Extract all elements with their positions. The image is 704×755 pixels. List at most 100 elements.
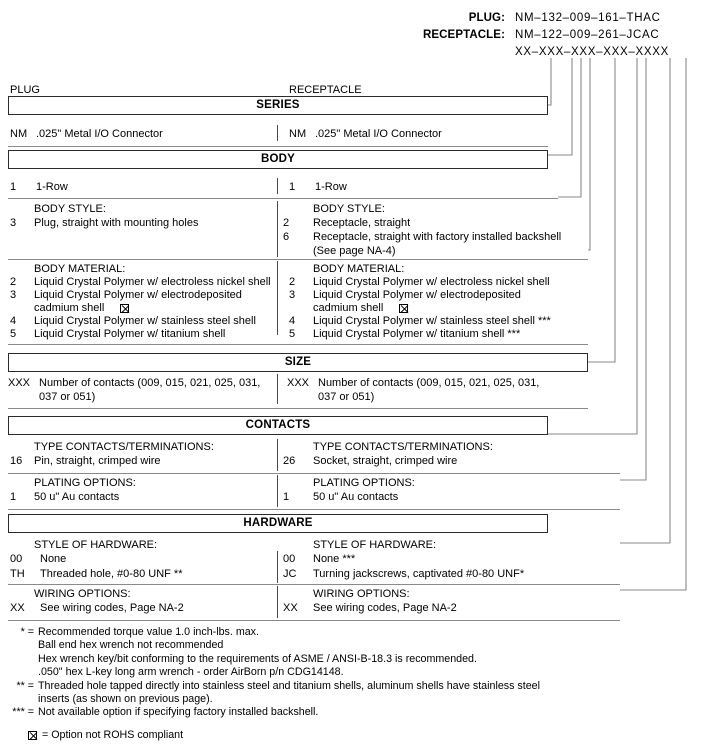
option-code: 1: [10, 491, 17, 503]
option-text: Liquid Crystal Polymer w/ electrodeposit…: [313, 289, 521, 301]
rule-below-hardware-style: [8, 584, 620, 585]
option-text: Liquid Crystal Polymer w/ titanium shell: [34, 328, 226, 340]
option-text: Liquid Crystal Polymer w/ stainless stee…: [34, 315, 256, 327]
option-text: 1-Row: [315, 181, 347, 193]
option-text: .025" Metal I/O Connector: [315, 128, 442, 140]
rule-below-body-material: [8, 344, 588, 345]
rule-below-body-row: [8, 198, 558, 199]
label-contact-type-plug: TYPE CONTACTS/TERMINATIONS:: [34, 441, 214, 453]
column-divider-size: [277, 374, 278, 404]
line-contact-type: [548, 68, 638, 435]
footnote-triple-asterisk: *** = Not available option if specifying…: [0, 706, 690, 719]
plug-label: PLUG:: [468, 12, 505, 24]
column-divider-body-row: [277, 178, 278, 194]
option-text: Liquid Crystal Polymer w/ electrodeposit…: [34, 289, 242, 301]
rule-below-plating: [8, 509, 620, 510]
option-text: Liquid Crystal Polymer w/ electroless ni…: [34, 276, 271, 288]
option-code: 3: [10, 217, 17, 229]
option-code: NM: [10, 128, 28, 140]
option-code: 2: [10, 276, 17, 288]
rule-below-size: [8, 408, 588, 409]
option-text: (See page NA-4): [313, 245, 396, 257]
option-text: 50 u" Au contacts: [34, 491, 120, 503]
option-code: 5: [289, 328, 296, 340]
part-number-header: PLUG: NM–132–009–161–THAC RECEPTACLE: NM…: [400, 12, 700, 63]
rule-below-wiring: [8, 620, 620, 621]
column-divider-hardware-style: [277, 551, 278, 583]
option-code: 3: [289, 289, 296, 301]
column-divider-contact-type: [277, 439, 278, 471]
section-banner-body: BODY: [8, 150, 548, 169]
footnote-text: Recommended torque value 1.0 inch-lbs. m…: [38, 626, 259, 638]
section-banner-hardware: HARDWARE: [8, 514, 548, 533]
option-text: Turning jackscrews, captivated #0-80 UNF…: [313, 568, 525, 580]
label-plating-plug: PLATING OPTIONS:: [34, 477, 136, 489]
label-wiring-plug: WIRING OPTIONS:: [34, 588, 131, 600]
option-text: Receptacle, straight with factory instal…: [313, 231, 562, 243]
column-divider-body-style: [277, 201, 278, 257]
line-body-style: [558, 68, 582, 198]
option-text: 037 or 051): [318, 391, 375, 403]
option-code: 4: [289, 315, 296, 327]
label-plating-receptacle: PLATING OPTIONS:: [313, 477, 415, 489]
option-code: 00: [283, 553, 296, 565]
option-text: Liquid Crystal Polymer w/ stainless stee…: [313, 315, 551, 327]
rohs-noncompliant-icon: [399, 304, 408, 313]
column-caption-plug: PLUG: [10, 84, 40, 96]
footnote-text: Hex wrench key/bit conforming to the req…: [38, 652, 477, 665]
option-code: 00: [10, 553, 23, 565]
label-body-material-plug: BODY MATERIAL:: [34, 263, 126, 275]
template-part-number-row: XX–XXX–XXX–XXX–XXXX: [400, 46, 700, 63]
section-banner-contacts: CONTACTS: [8, 416, 548, 435]
option-code: 2: [289, 276, 296, 288]
option-code: JC: [283, 568, 297, 580]
option-text: 037 or 051): [39, 391, 96, 403]
option-code: 26: [283, 455, 296, 467]
option-code: XXX: [8, 377, 31, 389]
section-banner-size: SIZE: [8, 353, 588, 372]
line-body: [548, 68, 573, 156]
footnote-text: inserts (as shown on previous page).: [38, 693, 213, 706]
option-code: NM: [289, 128, 307, 140]
plug-part-number: NM–132–009–161–THAC: [515, 12, 661, 24]
label-contact-type-receptacle: TYPE CONTACTS/TERMINATIONS:: [313, 441, 493, 453]
column-divider-series: [277, 125, 278, 141]
option-code: 1: [283, 491, 290, 503]
section-banner-series: SERIES: [8, 96, 548, 115]
option-code: 16: [10, 455, 23, 467]
rule-below-body-style: [8, 259, 588, 260]
option-text: See wiring codes, Page NA-2: [313, 602, 457, 614]
footnote-mark: * =: [20, 626, 34, 638]
footnote-single-asterisk: * = Recommended torque value 1.0 inch-lb…: [0, 626, 690, 639]
rule-below-contact-type: [8, 473, 620, 474]
option-text: cadmium shell: [313, 302, 384, 314]
column-caption-receptacle: RECEPTACLE: [289, 84, 362, 96]
rule-below-series: [8, 146, 548, 147]
option-code: 3: [10, 289, 17, 301]
option-text: Liquid Crystal Polymer w/ titanium shell…: [313, 328, 521, 340]
option-text: Socket, straight, crimped wire: [313, 455, 458, 467]
template-part-number: XX–XXX–XXX–XXX–XXXX: [515, 46, 669, 58]
line-hardware-style: [620, 68, 671, 544]
footnote-text: Threaded hole tapped directly into stain…: [38, 679, 540, 692]
option-text: None: [40, 553, 67, 565]
option-code: TH: [10, 568, 25, 580]
label-body-style-plug: BODY STYLE:: [34, 203, 106, 215]
option-code: 6: [283, 231, 290, 243]
receptacle-part-number-row: RECEPTACLE: NM–122–009–261–JCAC: [400, 29, 700, 46]
rohs-legend: = Option not ROHS compliant: [28, 729, 183, 741]
label-body-style-receptacle: BODY STYLE:: [313, 203, 385, 215]
option-text: 1-Row: [36, 181, 68, 193]
option-text: Pin, straight, crimped wire: [34, 455, 161, 467]
label-hardware-style-plug: STYLE OF HARDWARE:: [34, 539, 158, 551]
column-divider-plating: [277, 475, 278, 507]
option-text: Receptacle, straight: [313, 217, 411, 229]
option-text: None ***: [313, 553, 356, 565]
footnotes: * = Recommended torque value 1.0 inch-lb…: [0, 626, 690, 720]
label-hardware-style-receptacle: STYLE OF HARDWARE:: [313, 539, 437, 551]
receptacle-part-number: NM–122–009–261–JCAC: [515, 29, 660, 41]
option-code: 2: [283, 217, 290, 229]
option-code: 5: [10, 328, 17, 340]
line-size: [588, 68, 616, 363]
option-code: XX: [283, 602, 298, 614]
